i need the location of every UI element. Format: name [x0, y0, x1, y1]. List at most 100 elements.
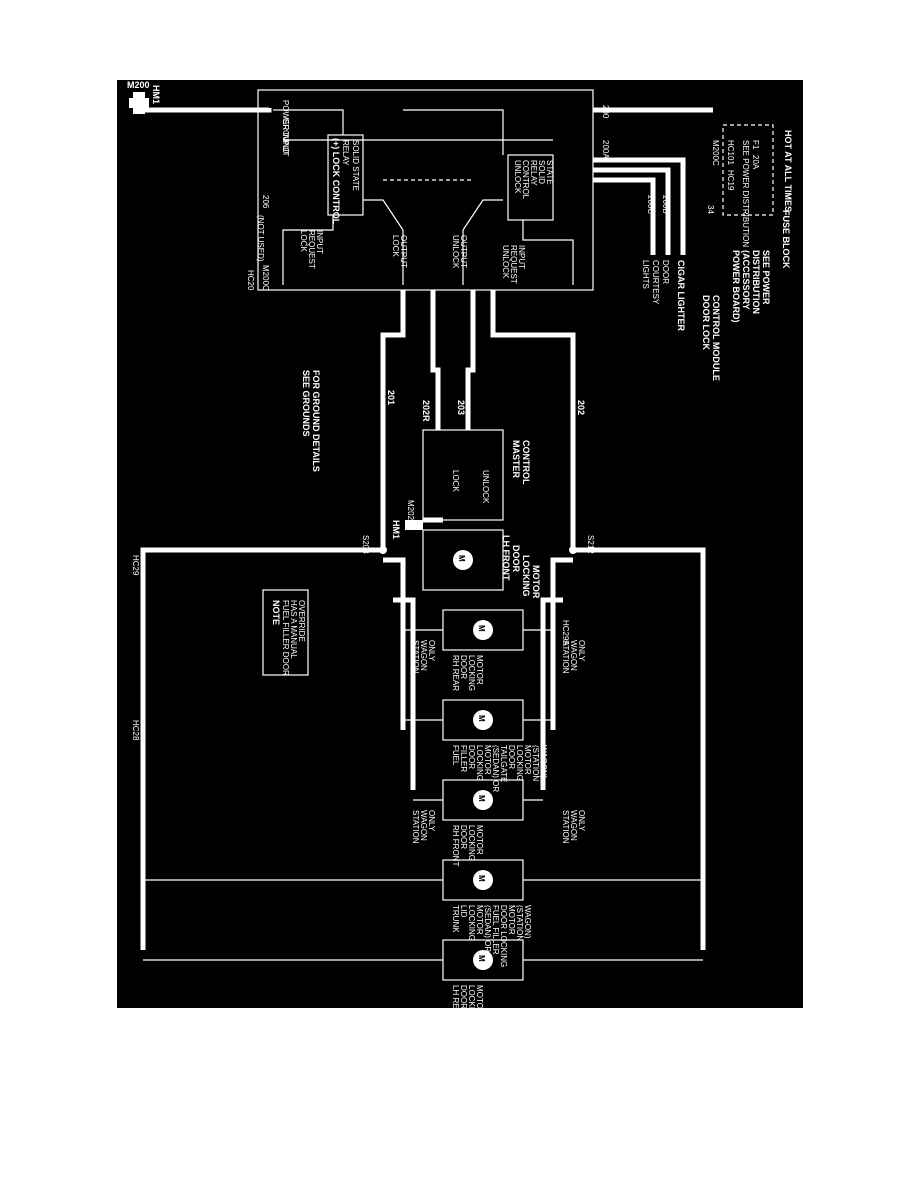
note-line-1: NOTE — [271, 600, 281, 625]
door-courtesy-2: COURTESY — [651, 260, 660, 305]
fuel-filler-label-9: LOCKING — [515, 745, 524, 781]
trunk-label-6: FUEL FILLER — [491, 905, 500, 955]
conn-hc28: HC28 — [131, 720, 140, 741]
ground-hm1-group: HM1 M200 — [127, 80, 272, 114]
svg-text:M: M — [477, 715, 486, 722]
door-lock-control-module-box — [257, 89, 594, 291]
ground-note-2: SEE GROUNDS — [301, 370, 311, 437]
module-name-1: DOOR LOCK — [701, 295, 711, 350]
accessory-board-2: DISTRIBUTION — [751, 250, 761, 314]
fuse-block-label: FUSE BLOCK — [781, 210, 791, 269]
fuel-filler-label-2: FILLER — [459, 745, 468, 772]
trunk-motor-icon — [473, 870, 493, 890]
trunk-label-4: MOTOR — [475, 905, 484, 935]
wire-m200c-label: M200C — [711, 140, 720, 166]
sw-only-3b: WAGON — [419, 810, 428, 841]
lh-front-motor-box — [422, 529, 504, 591]
fuel-filler-label-8: DOOR — [507, 745, 516, 769]
splice-s212 — [569, 546, 577, 554]
lock-relay-label-1: (+) LOCK CONTROL — [331, 138, 341, 225]
wire-200-label: 200 — [601, 105, 610, 119]
lh-rear-label-4: MOTOR — [475, 985, 484, 1008]
trunk-label-5: (SEDAN) OR — [483, 905, 492, 952]
rh-rear-label-4: MOTOR — [475, 655, 484, 685]
splice-s203-label: S203 — [361, 535, 370, 554]
fuel-filler-label-10: MOTOR — [523, 745, 532, 775]
hm1-label: HM1 — [151, 85, 161, 104]
master-lock-label: LOCK — [451, 470, 460, 492]
wiring-diagram-panel: HM1 M200 DOOR LOCK CONTROL MODULE (+) LO… — [117, 80, 803, 1008]
splice-s212-label: S212 — [586, 535, 595, 554]
conn-hc20: HC20 — [246, 270, 255, 291]
fuel-filler-label-4: LOCKING — [475, 745, 484, 781]
conn-hc19: HC19 — [726, 170, 735, 191]
unlock-request-label-1: UNLOCK — [501, 245, 510, 279]
m200-label: M200 — [127, 80, 150, 90]
lock-relay-label-2: RELAY — [341, 140, 350, 166]
lock-output-label-2: OUTPUT — [399, 235, 408, 268]
svg-text:M: M — [457, 555, 466, 562]
see-power-dist-label: SEE POWER DISTRIBUTION — [741, 140, 750, 247]
rh-front-label-4: MOTOR — [475, 825, 484, 855]
lh-rear-motor-icon — [473, 950, 493, 970]
unlock-output-label-2: OUTPUT — [459, 235, 468, 268]
fuel-filler-label-5: MOTOR — [483, 745, 492, 775]
hm1-master-label: HM1 — [391, 520, 401, 539]
unlock-relay-label-4: SOLID — [537, 160, 546, 184]
lock-request-label-1: LOCK — [299, 230, 308, 252]
fuse-rating-label: 20A — [751, 155, 760, 170]
fuel-filler-label-12: WAGON) — [539, 745, 548, 779]
unlock-relay-label-1: UNLOCK — [513, 160, 522, 194]
sw-only-1c: ONLY — [427, 640, 436, 662]
cigar-lighter-label: CIGAR LIGHTER — [676, 260, 686, 331]
unlock-relay-label-5: STATE — [545, 160, 554, 185]
conn-hc29a: HC29A — [561, 620, 570, 646]
wire-203-label: 202R — [421, 400, 431, 422]
rh-front-motor-icon — [473, 790, 493, 810]
trunk-label-7: DOOR LOCKING — [499, 905, 508, 967]
note-line-2: FUEL FILLER DOOR — [281, 600, 290, 676]
module-name-2: CONTROL MODULE — [711, 295, 721, 381]
hot-at-all-times-label: HOT AT ALL TIMES — [783, 130, 793, 212]
sw-only-4c: ONLY — [577, 810, 586, 832]
ground-label: GROUND — [281, 118, 290, 154]
trunk-label-8: MOTOR — [507, 905, 516, 935]
lock-request-label-2: REQUEST — [307, 230, 316, 269]
power-input-label: POWER INPUT — [281, 100, 290, 157]
lock-relay-box — [327, 134, 364, 216]
lh-front-label-2: DOOR — [511, 545, 521, 573]
wire-204-label: 203 — [456, 400, 466, 415]
m202-label: M202 — [406, 500, 415, 521]
svg-text:M: M — [477, 875, 486, 882]
lh-front-label-3: LOCKING — [521, 555, 531, 597]
ground-note-1: FOR GROUND DETAILS — [311, 370, 321, 472]
sw-only-1a: STATION — [411, 640, 420, 674]
sw-only-2b: WAGON — [569, 640, 578, 671]
note-box — [262, 589, 309, 676]
accessory-board-4: POWER BOARD) — [731, 250, 741, 323]
rh-rear-label-2: DOOR — [459, 655, 468, 679]
lock-output-label-1: LOCK — [391, 235, 400, 257]
rh-rear-label-3: LOCKING — [467, 655, 476, 691]
fuel-filler-label-1: FUEL — [451, 745, 460, 766]
sw-only-4a: STATION — [561, 810, 570, 844]
door-courtesy-3: LIGHTS — [641, 260, 650, 289]
lh-front-motor-icon — [453, 550, 473, 570]
accessory-board-3: (ACCESSORY — [741, 250, 751, 310]
rh-front-label-1: RH FRONT — [451, 825, 460, 866]
rh-front-label-3: LOCKING — [467, 825, 476, 861]
sw-only-4b: WAGON — [569, 810, 578, 841]
sw-only-1b: WAGON — [419, 640, 428, 671]
wire-200a-label: 200A — [601, 140, 610, 159]
accessory-board-1: SEE POWER — [761, 250, 771, 305]
door-courtesy-1: DOOR — [661, 260, 670, 284]
master-control-name-1: MASTER — [511, 440, 521, 479]
fuel-filler-label-7: TAILGATE — [499, 745, 508, 783]
svg-text:M: M — [477, 625, 486, 632]
unlock-relay-box — [507, 154, 554, 221]
trunk-label-3: LOCKING — [467, 905, 476, 941]
unlock-relay-label-2: CONTROL — [521, 160, 530, 200]
wire-200c-label: 200C — [646, 195, 655, 214]
svg-text:M: M — [477, 955, 486, 962]
fuel-filler-label-6: (SEDAN) OR — [491, 745, 500, 792]
